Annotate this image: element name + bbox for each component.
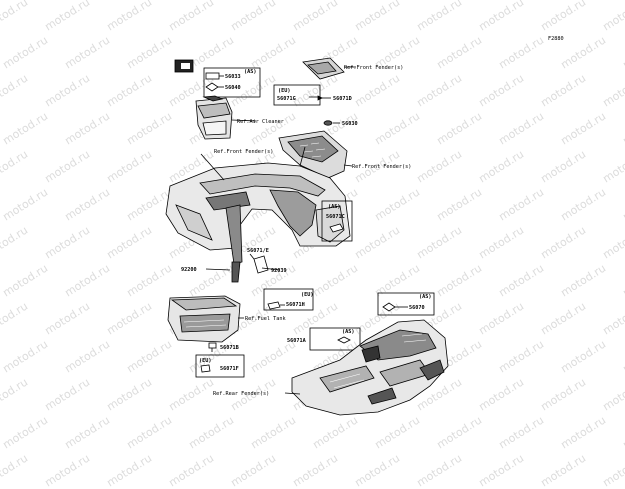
label-ref-air-cleaner: Ref.Air Cleaner: [237, 119, 284, 125]
label-56071b-part: [208, 342, 217, 349]
label-ref-front-fender-right: Ref.Front Fender(s): [352, 164, 411, 170]
labels: F2880 (AS) 56033 56040 Ref.Air Cleaner R…: [181, 36, 564, 397]
label-as-a: (AS): [342, 329, 355, 335]
rear-fender-part: [284, 319, 449, 416]
label-56030: 56030: [342, 121, 358, 127]
parts-diagram: F2880 (AS) 56033 56040 Ref.Air Cleaner R…: [165, 36, 564, 416]
label-ref-fuel-tank: Ref.Fuel Tank: [245, 316, 286, 322]
label-92039: 92039: [271, 268, 287, 274]
label-eu-h: (EU): [301, 292, 314, 298]
label-56071e: 56071/E: [247, 248, 269, 254]
warning-decal-part: [174, 59, 194, 73]
callout-box-as-c: [321, 200, 353, 242]
label-56071f: 56071F: [220, 366, 239, 372]
callout-box-eu-h: [263, 288, 314, 311]
front-fender-flap-part: [302, 57, 356, 80]
callout-box-as-70: [377, 292, 435, 316]
callout-box-eu-top: [273, 84, 331, 106]
label-56071a: 56071A: [287, 338, 307, 344]
air-cleaner-cover-part: [195, 95, 257, 140]
callout-box-as-a: [309, 327, 361, 351]
label-ref-front-fender-top: Ref.Front Fender(s): [344, 65, 403, 71]
label-56071h: 56071H: [286, 302, 305, 308]
figure-code: F2880: [548, 36, 564, 42]
label-56033: 56033: [225, 74, 241, 80]
label-56071e-part: [249, 253, 269, 274]
label-ref-front-fender-left: Ref.Front Fender(s): [214, 149, 273, 155]
fuel-tank-cover-part: [167, 295, 244, 352]
grommet-56030-part: [323, 120, 340, 126]
label-56070: 56070: [409, 305, 425, 311]
label-as-top: (AS): [244, 69, 257, 75]
label-eu-f: (EU): [199, 358, 212, 364]
label-as-70: (AS): [419, 294, 432, 300]
label-56071b: 56071B: [220, 345, 239, 351]
label-eu-top: (EU): [278, 88, 291, 94]
label-56071g: 56071G: [277, 96, 296, 102]
front-fender-panel-part: [278, 130, 353, 179]
label-56071d: 56071D: [333, 96, 352, 102]
label-56040: 56040: [225, 85, 241, 91]
label-ref-rear-fender: Ref.Rear Fender(s): [213, 391, 269, 397]
callout-box-eu-f: [195, 354, 245, 378]
label-92200: 92200: [181, 267, 197, 273]
callout-box-as-top: [203, 67, 261, 98]
label-56071c: 56071C: [326, 214, 345, 220]
label-as-c: (AS): [328, 204, 341, 210]
front-fender-main-part: [165, 146, 351, 283]
